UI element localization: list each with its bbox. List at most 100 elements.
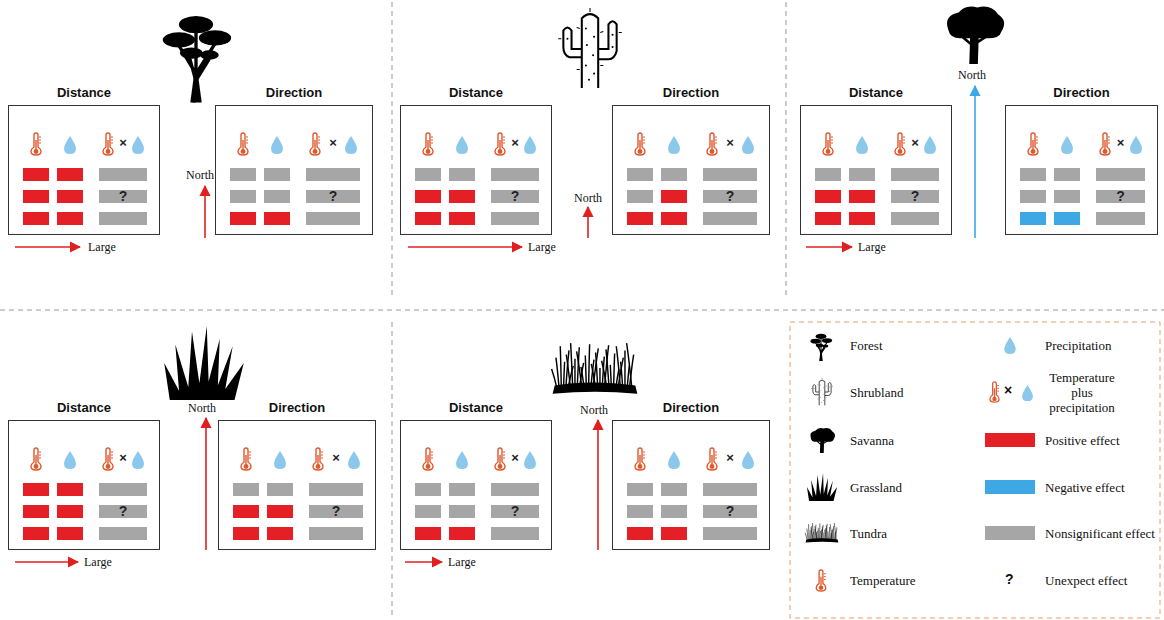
effect-bar — [849, 168, 875, 181]
legend-text: Unexpect effect — [1045, 573, 1127, 588]
bar-grid — [9, 421, 161, 551]
panel-box: Direction×? — [218, 398, 376, 550]
effect-bar — [99, 483, 147, 496]
bar-grid — [1006, 106, 1159, 236]
effect-bar — [491, 190, 539, 203]
effect-bar — [703, 505, 757, 518]
effect-bar — [661, 483, 687, 496]
effect-bar — [99, 168, 147, 181]
effect-bar — [1096, 212, 1145, 225]
thermometer-icon — [423, 448, 433, 470]
bar-grid — [219, 421, 377, 551]
legend-text: Positive effect — [1045, 433, 1120, 448]
times-sign: × — [491, 451, 539, 464]
panel-frame: ×? — [612, 105, 770, 235]
effect-bar — [449, 483, 475, 496]
drop-icon — [274, 451, 286, 469]
effect-bar — [57, 190, 83, 203]
unexpected-mark: ? — [306, 189, 360, 203]
legend-text: Negative effect — [1045, 480, 1125, 495]
north-label: North — [188, 401, 216, 415]
effect-bar — [23, 483, 49, 496]
effect-bar — [661, 505, 687, 518]
effect-bar — [415, 527, 441, 540]
times-sign: × — [306, 136, 360, 149]
panel-frame: ×? — [8, 105, 160, 235]
thermometer-icon — [31, 448, 41, 470]
effect-bar — [449, 527, 475, 540]
drop-icon — [1130, 136, 1142, 154]
effect-bar — [415, 168, 441, 181]
north-label: North — [574, 191, 602, 205]
effect-bar — [415, 483, 441, 496]
effect-bar — [627, 505, 653, 518]
effect-bar — [264, 190, 290, 203]
effect-bar — [703, 483, 757, 496]
effect-bar — [1020, 190, 1046, 203]
thermometer-icon — [103, 133, 113, 155]
drop-icon — [742, 451, 754, 469]
effect-bar — [306, 212, 360, 225]
north-label: North — [186, 168, 214, 182]
drop-icon — [132, 451, 144, 469]
unexpected-mark: ? — [891, 189, 939, 203]
thermometer-icon — [31, 133, 41, 155]
effect-bar — [627, 483, 653, 496]
panel-box: Direction×? — [215, 83, 373, 235]
panel-box: Direction×? — [612, 398, 770, 550]
drop-icon — [64, 136, 76, 154]
effect-bar — [233, 527, 259, 540]
effect-bar — [57, 505, 83, 518]
effect-bar — [661, 527, 687, 540]
thermometer-icon — [313, 448, 323, 470]
bar-grid — [401, 106, 553, 236]
times-sign: × — [891, 136, 939, 149]
legend-symbol: × — [1004, 383, 1012, 397]
effect-bar — [627, 168, 653, 181]
panel-box: Direction×? — [1005, 83, 1158, 235]
effect-bar — [57, 483, 83, 496]
unexpected-mark: ? — [1096, 189, 1145, 203]
effect-bar — [891, 212, 939, 225]
large-label: Large — [88, 240, 116, 254]
legend-text: Forest — [850, 338, 883, 353]
thermometer-icon — [103, 448, 113, 470]
legend-text: Grassland — [850, 480, 902, 495]
effect-bar — [703, 168, 757, 181]
large-label: Large — [448, 555, 476, 569]
effect-bar — [449, 505, 475, 518]
legend-swatch — [985, 480, 1035, 494]
effect-bar — [703, 527, 757, 540]
effect-bar — [309, 483, 363, 496]
effect-bar — [815, 168, 841, 181]
thermometer-icon — [1100, 133, 1110, 155]
drop-icon — [345, 136, 357, 154]
panel-box: Distance×? — [8, 83, 160, 235]
panel-box: Distance×? — [8, 398, 160, 550]
effect-bar — [661, 190, 687, 203]
effect-bar — [230, 190, 256, 203]
panel-title: Distance — [400, 83, 552, 103]
effect-bar — [23, 527, 49, 540]
effect-bar — [849, 190, 875, 203]
drop-icon — [456, 451, 468, 469]
times-sign: × — [309, 451, 363, 464]
effect-bar — [99, 505, 147, 518]
panel-frame: ×? — [800, 105, 952, 235]
effect-bar — [264, 168, 290, 181]
effect-bar — [1054, 212, 1080, 225]
legend-text: Temperature plus precipitation — [1040, 370, 1124, 415]
bar-grid — [613, 421, 771, 551]
effect-bar — [267, 527, 293, 540]
panel-title: Distance — [800, 83, 952, 103]
effect-bar — [891, 190, 939, 203]
legend-text: Precipitation — [1045, 338, 1111, 353]
effect-bar — [491, 483, 539, 496]
effect-bar — [449, 168, 475, 181]
legend-text: Temperature — [850, 573, 916, 588]
effect-bar — [264, 212, 290, 225]
panel-title: Distance — [8, 83, 160, 103]
bar-grid — [401, 421, 553, 551]
drop-icon — [524, 451, 536, 469]
effect-bar — [23, 168, 49, 181]
